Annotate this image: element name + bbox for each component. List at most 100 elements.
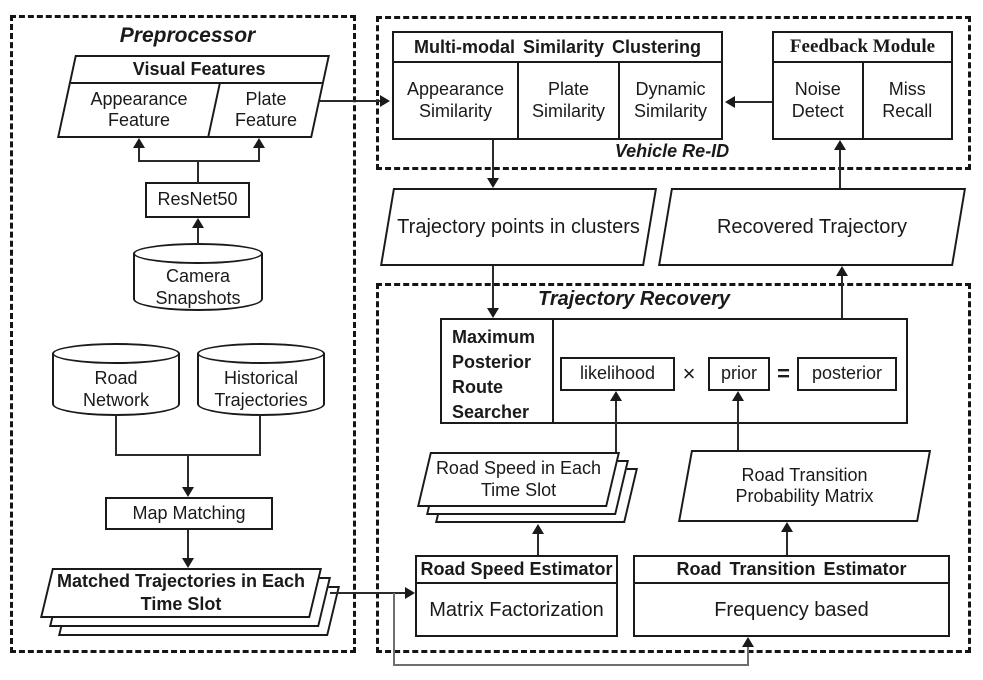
historical-trajectories-cylinder: Historical Trajectories <box>197 343 325 416</box>
arrowhead-down-icon <box>487 178 499 188</box>
connector-line <box>747 645 749 666</box>
miss-recall-cell: Miss Recall <box>861 63 952 138</box>
connector-line <box>492 140 494 179</box>
road-speed-parallelogram: Road Speed in Each Time Slot <box>417 452 621 507</box>
arrowhead-down-icon <box>182 558 194 568</box>
connector-line <box>187 530 189 559</box>
arrowhead-up-icon <box>532 524 544 534</box>
connector-line <box>786 531 788 555</box>
equals-operator: = <box>777 361 790 386</box>
resnet50-box: ResNet50 <box>145 182 250 218</box>
arrowhead-up-icon <box>732 391 744 401</box>
connector-line <box>138 147 140 161</box>
route-searcher-label: Maximum Posterior Route Searcher <box>442 320 554 422</box>
cylinder-body <box>197 353 325 416</box>
connector-line <box>492 266 494 310</box>
transition-matrix-parallelogram: Road Transition Probability Matrix <box>678 450 932 522</box>
arrowhead-up-icon <box>781 522 793 532</box>
preprocessor-title: Preprocessor <box>119 24 256 47</box>
arrowhead-down-icon <box>182 487 194 497</box>
preprocessor-group-box <box>10 15 356 653</box>
road-speed-estimator-box: Road Speed Estimator Matrix Factorizatio… <box>415 555 618 637</box>
map-matching-box: Map Matching <box>105 497 273 530</box>
camera-snapshots-cylinder: Camera Snapshots <box>133 243 263 311</box>
arrowhead-up-icon <box>834 140 846 150</box>
cylinder-top-ellipse <box>133 243 263 264</box>
road-transition-estimator-box: Road Transition Estimator Frequency base… <box>633 555 950 637</box>
posterior-box: posterior <box>797 357 897 391</box>
arrowhead-down-icon <box>487 308 499 318</box>
connector-line <box>330 592 407 594</box>
arrowhead-right-icon <box>380 95 390 107</box>
dynamic-similarity-cell: Dynamic Similarity <box>618 63 721 138</box>
trajectory-recovery-group-box <box>376 283 971 653</box>
matched-trajectories-parallelogram: Matched Trajectories in Each Time Slot <box>40 568 323 618</box>
connector-line <box>115 454 261 456</box>
appearance-similarity-cell: Appearance Similarity <box>394 63 517 138</box>
multimodal-cells: Appearance Similarity Plate Similarity D… <box>394 63 721 138</box>
historical-trajectories-label: Historical Trajectories <box>214 368 308 410</box>
road-speed-label: Road Speed in Each Time Slot <box>435 458 602 500</box>
multimodal-clustering-header: Multi-modal Similarity Clustering <box>394 33 721 63</box>
plate-similarity-cell: Plate Similarity <box>517 63 618 138</box>
connector-line <box>197 160 199 183</box>
miss-recall-label: Miss Recall <box>882 79 933 121</box>
dynamic-similarity-label: Dynamic Similarity <box>633 79 707 121</box>
connector-line <box>258 147 260 161</box>
noise-detect-label: Noise Detect <box>791 79 844 121</box>
arrowhead-left-icon <box>725 96 735 108</box>
camera-snapshots-label: Camera Snapshots <box>155 265 241 308</box>
visual-features-parallelogram: Visual Features Appearance Feature Plate… <box>57 55 330 138</box>
resnet50-label: ResNet50 <box>157 189 238 210</box>
appearance-similarity-label: Appearance Similarity <box>406 79 505 121</box>
posterior-label: posterior <box>811 363 883 384</box>
arrowhead-up-icon <box>836 266 848 276</box>
visual-features-header: Visual Features <box>70 57 328 84</box>
arrowhead-up-icon <box>192 218 204 228</box>
appearance-feature-label: Appearance Feature <box>90 88 188 130</box>
likelihood-box: likelihood <box>560 357 675 391</box>
connector-line <box>138 160 260 162</box>
likelihood-label: likelihood <box>579 363 656 384</box>
feedback-cells: Noise Detect Miss Recall <box>774 63 951 138</box>
vehicle-reid-title: Vehicle Re-ID <box>614 141 730 161</box>
cylinder-top-ellipse <box>197 343 325 364</box>
multimodal-clustering-box: Multi-modal Similarity Clustering Appear… <box>392 31 723 140</box>
connector-line <box>734 101 772 103</box>
connector-line <box>197 227 199 244</box>
connector-line <box>320 100 382 102</box>
feedback-module-box: Feedback Module Noise Detect Miss Recall <box>772 31 953 140</box>
appearance-feature-cell: Appearance Feature <box>59 84 218 136</box>
connector-line <box>839 149 841 188</box>
matrix-factorization-label: Matrix Factorization <box>429 598 604 621</box>
arrowhead-up-icon <box>742 637 754 647</box>
prior-label: prior <box>720 363 757 384</box>
connector-line <box>187 456 189 488</box>
visual-features-cells: Appearance Feature Plate Feature <box>59 84 322 136</box>
road-speed-estimator-header: Road Speed Estimator <box>417 557 616 584</box>
prior-box: prior <box>708 357 770 391</box>
arrowhead-up-icon <box>253 138 265 148</box>
times-operator: × <box>682 361 696 386</box>
connector-line <box>615 400 617 452</box>
arrowhead-up-icon <box>610 391 622 401</box>
road-transition-estimator-header: Road Transition Estimator <box>635 557 948 584</box>
connector-line <box>393 664 749 666</box>
plate-feature-label: Plate Feature <box>234 88 297 130</box>
visual-features-header-label: Visual Features <box>132 59 266 79</box>
plate-feature-cell: Plate Feature <box>207 84 322 136</box>
recovered-trajectory-parallelogram: Recovered Trajectory <box>658 188 967 266</box>
vehicle-reid-group-box <box>376 16 971 170</box>
trajectory-recovery-title: Trajectory Recovery <box>538 288 730 310</box>
frequency-based-label: Frequency based <box>714 598 869 621</box>
road-network-cylinder: Road Network <box>52 343 180 416</box>
trajectory-points-label: Trajectory points in clusters <box>397 216 640 238</box>
plate-similarity-label: Plate Similarity <box>531 79 605 121</box>
connector-line <box>115 415 117 456</box>
matched-trajectories-label: Matched Trajectories in Each Time Slot <box>56 570 306 614</box>
arrowhead-right-icon <box>405 587 415 599</box>
connector-line <box>537 533 539 555</box>
arrowhead-up-icon <box>133 138 145 148</box>
transition-matrix-label: Road Transition Probability Matrix <box>735 464 874 506</box>
